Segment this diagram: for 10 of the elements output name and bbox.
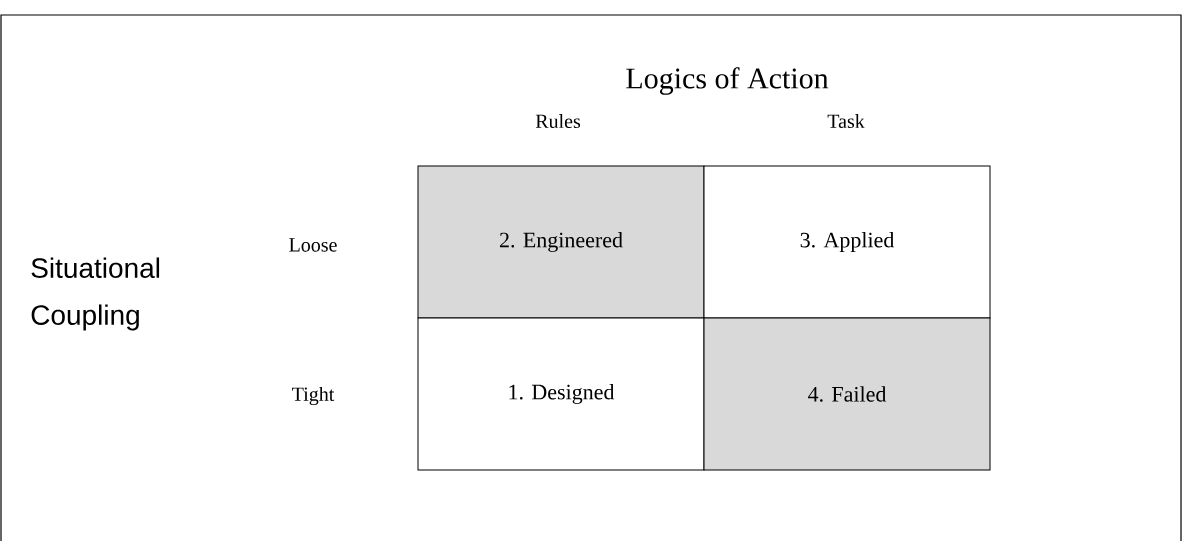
matrix-cell: 4. Failed — [703, 317, 991, 471]
axis-title: Situational Coupling — [31, 257, 160, 331]
column-header: Task — [827, 113, 865, 128]
heading: Logics of Action — [626, 67, 829, 95]
row-header: Loose — [289, 238, 337, 252]
row-header: Tight — [292, 386, 335, 406]
matrix-cell: 2. Engineered — [417, 165, 705, 319]
matrix-cell: 3. Applied — [703, 165, 991, 319]
column-header: Rules — [535, 113, 581, 128]
matrix-cell: 1. Designed — [417, 317, 705, 471]
